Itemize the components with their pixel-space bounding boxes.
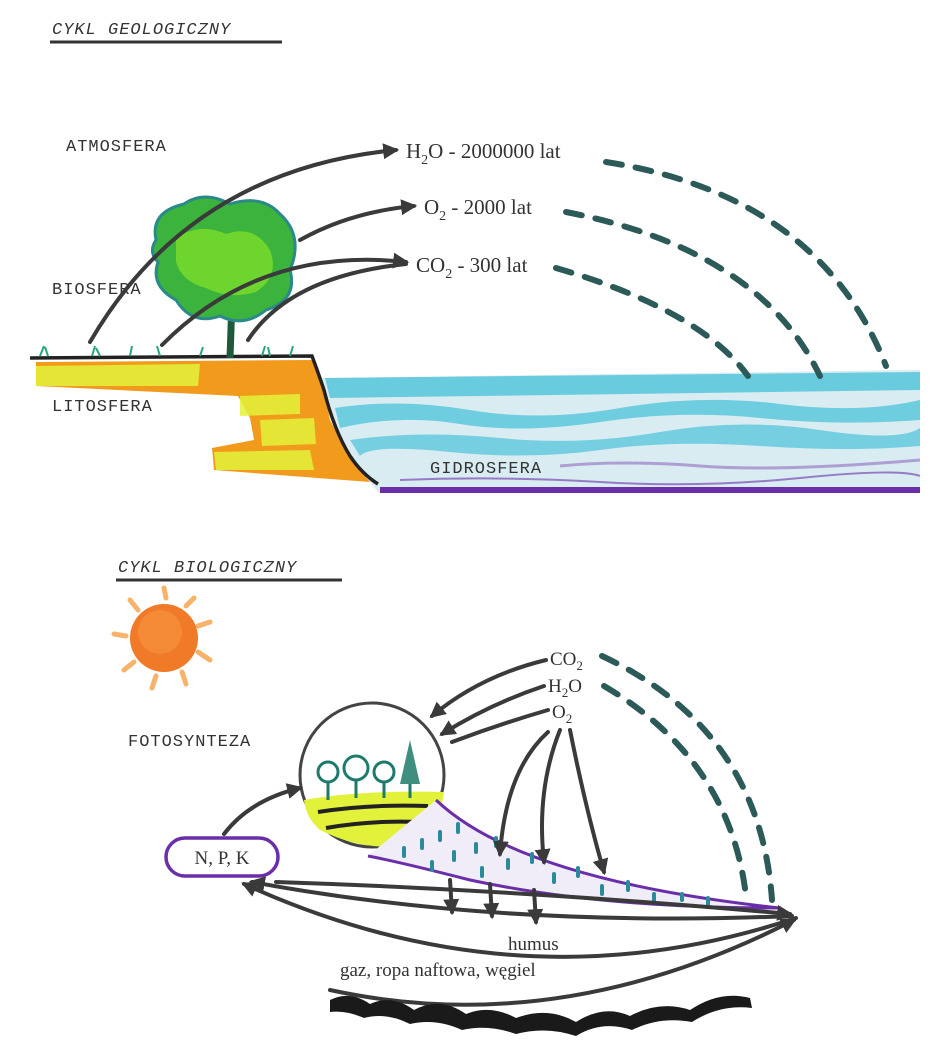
bio-return-arc-outer xyxy=(599,653,775,903)
lithosphere-label: LITOSFERA xyxy=(52,398,153,417)
decay-arrow-2 xyxy=(534,728,562,866)
co2-arrow-in xyxy=(429,658,548,719)
o2-return-arc xyxy=(563,209,823,379)
bio-return-arc-inner xyxy=(601,683,749,899)
upper-sweep-arrow xyxy=(274,880,794,921)
lower-sweep-arrow xyxy=(328,918,797,1007)
h2o-cycle-label: H2O - 2000000 lat xyxy=(406,139,561,168)
humus-label: humus xyxy=(508,934,559,955)
sun-icon xyxy=(111,585,213,691)
humus-arrow-1 xyxy=(443,878,460,916)
co2-return-arc xyxy=(553,265,751,379)
hydrosphere-label: GIDROSFERA xyxy=(430,460,542,479)
o2-arrow-in xyxy=(450,708,550,744)
co2-gas-label: CO2 xyxy=(550,649,583,673)
lithosphere-land xyxy=(29,345,379,486)
o2-gas-label: O2 xyxy=(552,702,572,726)
co2-cycle-label: CO2 - 300 lat xyxy=(416,253,528,282)
atmosphere-label: ATMOSFERA xyxy=(66,138,167,157)
photosynthesis-label: FOTOSYNTEZA xyxy=(128,733,251,752)
npk-label: N, P, K xyxy=(195,848,250,869)
geological-title: CYKL GEOLOGICZNY xyxy=(52,21,232,40)
h2o-return-arc xyxy=(603,159,889,369)
co2-arrow-ground xyxy=(246,262,408,342)
npk-nutrients: N, P, K xyxy=(164,836,280,878)
biological-cycle: CYKL BIOLOGICZNY FOTOSYNTEZA xyxy=(111,559,798,1036)
biological-title: CYKL BIOLOGICZNY xyxy=(118,559,298,578)
o2-arrow xyxy=(298,199,418,242)
fossil-fuels-label: gaz, ropa naftowa, węgiel xyxy=(340,960,536,981)
grass-tufts xyxy=(39,345,294,357)
h2o-gas-label: H2O xyxy=(548,676,582,700)
co2-arrow-tree xyxy=(160,252,410,347)
fuel-return-arrow xyxy=(241,882,798,959)
decay-arrow-1 xyxy=(492,730,550,858)
h2o-arrow-in xyxy=(439,684,546,736)
hydrosphere-water xyxy=(322,370,921,493)
geological-cycle: CYKL GEOLOGICZNY ATMOSFERA BIOSFERA LITO… xyxy=(29,21,921,493)
soil-wedge xyxy=(367,798,781,910)
o2-cycle-label: O2 - 2000 lat xyxy=(424,195,532,224)
h2o-arrow xyxy=(88,143,400,344)
fossil-deposits xyxy=(330,995,752,1036)
npk-to-forest-arrow xyxy=(222,783,304,836)
humus-return-arrow xyxy=(248,876,794,921)
biosphere-label: BIOSFERA xyxy=(52,281,142,300)
decay-arrow-3 xyxy=(568,728,609,876)
